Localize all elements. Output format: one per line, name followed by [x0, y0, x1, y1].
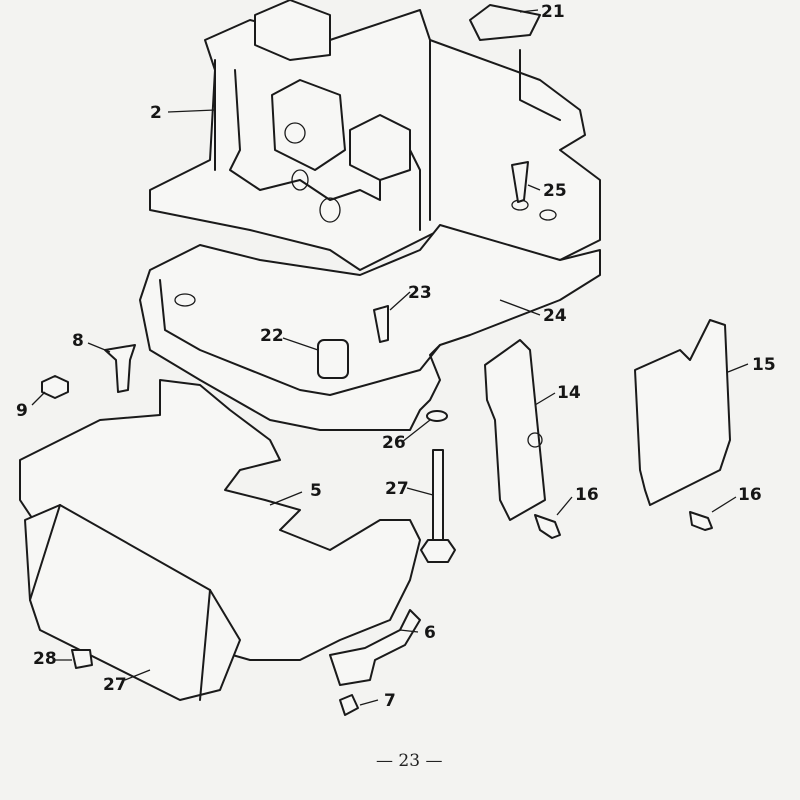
page-number: — 23 — — [376, 751, 442, 771]
callout-15: 15 — [752, 355, 776, 375]
leader-lines — [31, 9, 749, 706]
callout-8: 8 — [72, 331, 84, 351]
callout-6: 6 — [424, 623, 436, 643]
nut-part-9 — [41, 375, 69, 399]
callout-28: 28 — [33, 649, 57, 669]
drawer-part-27 — [24, 504, 241, 701]
callout-9: 9 — [16, 401, 28, 421]
callout-7: 7 — [384, 691, 396, 711]
callout-27-drawer: 27 — [103, 675, 127, 695]
screw-part-16b — [689, 511, 713, 531]
callout-22: 22 — [260, 326, 284, 346]
screw-part-25 — [511, 161, 529, 203]
callout-24: 24 — [543, 306, 567, 326]
screw-part-23 — [373, 305, 389, 343]
screw-part-8 — [104, 344, 136, 393]
callout-16-left: 16 — [575, 485, 599, 505]
callout-16-right: 16 — [738, 485, 762, 505]
screw-part-16a — [534, 514, 561, 539]
callout-14: 14 — [557, 383, 581, 403]
callout-21: 21 — [541, 2, 565, 22]
screw-part-28 — [71, 649, 93, 669]
callout-26: 26 — [382, 433, 406, 453]
base-part-24 — [139, 199, 601, 431]
plate-part-14 — [484, 339, 546, 521]
callout-25: 25 — [543, 181, 567, 201]
callout-5: 5 — [310, 481, 322, 501]
callout-27-bolt: 27 — [385, 479, 409, 499]
spring-part-22 — [317, 339, 349, 379]
plate-part-15 — [634, 319, 731, 506]
screw-part-7 — [339, 694, 359, 716]
callout-2: 2 — [150, 103, 162, 123]
callout-23: 23 — [408, 283, 432, 303]
frame-part-2 — [149, 0, 601, 271]
clip-part-6 — [329, 609, 421, 686]
bolt-part-27 — [420, 410, 456, 563]
